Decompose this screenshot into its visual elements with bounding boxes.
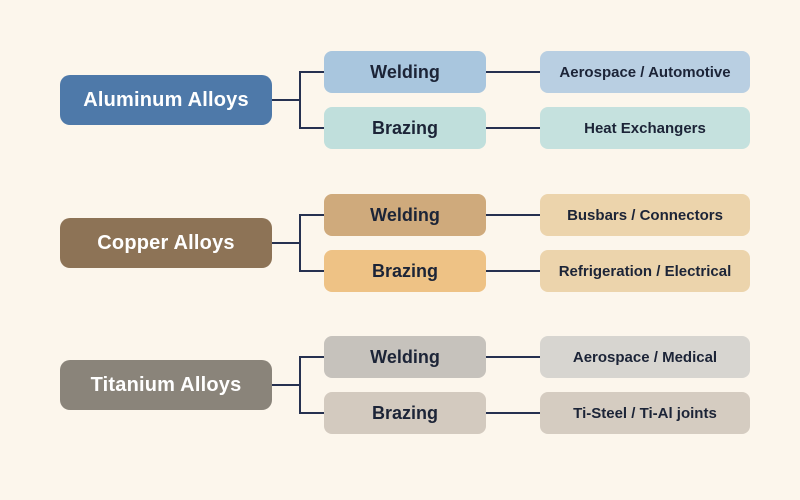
application-node-copper-welding: Busbars / Connectors bbox=[540, 194, 750, 236]
application-node-aluminum-welding: Aerospace / Automotive bbox=[540, 51, 750, 93]
connector-line bbox=[299, 71, 301, 129]
connector-line bbox=[272, 99, 300, 101]
connector-line bbox=[486, 71, 540, 73]
root-node-aluminum-alloys: Aluminum Alloys bbox=[60, 75, 272, 125]
application-node-titanium-welding: Aerospace / Medical bbox=[540, 336, 750, 378]
connector-line bbox=[486, 127, 540, 129]
root-node-titanium-alloys: Titanium Alloys bbox=[60, 360, 272, 410]
connector-line bbox=[486, 412, 540, 414]
connector-line bbox=[299, 214, 301, 272]
connector-line bbox=[299, 356, 301, 414]
connector-line bbox=[486, 270, 540, 272]
process-node-aluminum-welding: Welding bbox=[324, 51, 486, 93]
process-node-aluminum-brazing: Brazing bbox=[324, 107, 486, 149]
application-node-aluminum-brazing: Heat Exchangers bbox=[540, 107, 750, 149]
connector-line bbox=[299, 270, 324, 272]
connector-line bbox=[272, 242, 300, 244]
application-node-copper-brazing: Refrigeration / Electrical bbox=[540, 250, 750, 292]
connector-line bbox=[486, 356, 540, 358]
process-node-copper-brazing: Brazing bbox=[324, 250, 486, 292]
process-node-copper-welding: Welding bbox=[324, 194, 486, 236]
connector-line bbox=[299, 356, 324, 358]
root-node-copper-alloys: Copper Alloys bbox=[60, 218, 272, 268]
connector-line bbox=[486, 214, 540, 216]
application-node-titanium-brazing: Ti-Steel / Ti-Al joints bbox=[540, 392, 750, 434]
connector-line bbox=[299, 412, 324, 414]
connector-line bbox=[299, 214, 324, 216]
process-node-titanium-welding: Welding bbox=[324, 336, 486, 378]
process-node-titanium-brazing: Brazing bbox=[324, 392, 486, 434]
connector-line bbox=[272, 384, 300, 386]
connector-line bbox=[299, 71, 324, 73]
connector-line bbox=[299, 127, 324, 129]
